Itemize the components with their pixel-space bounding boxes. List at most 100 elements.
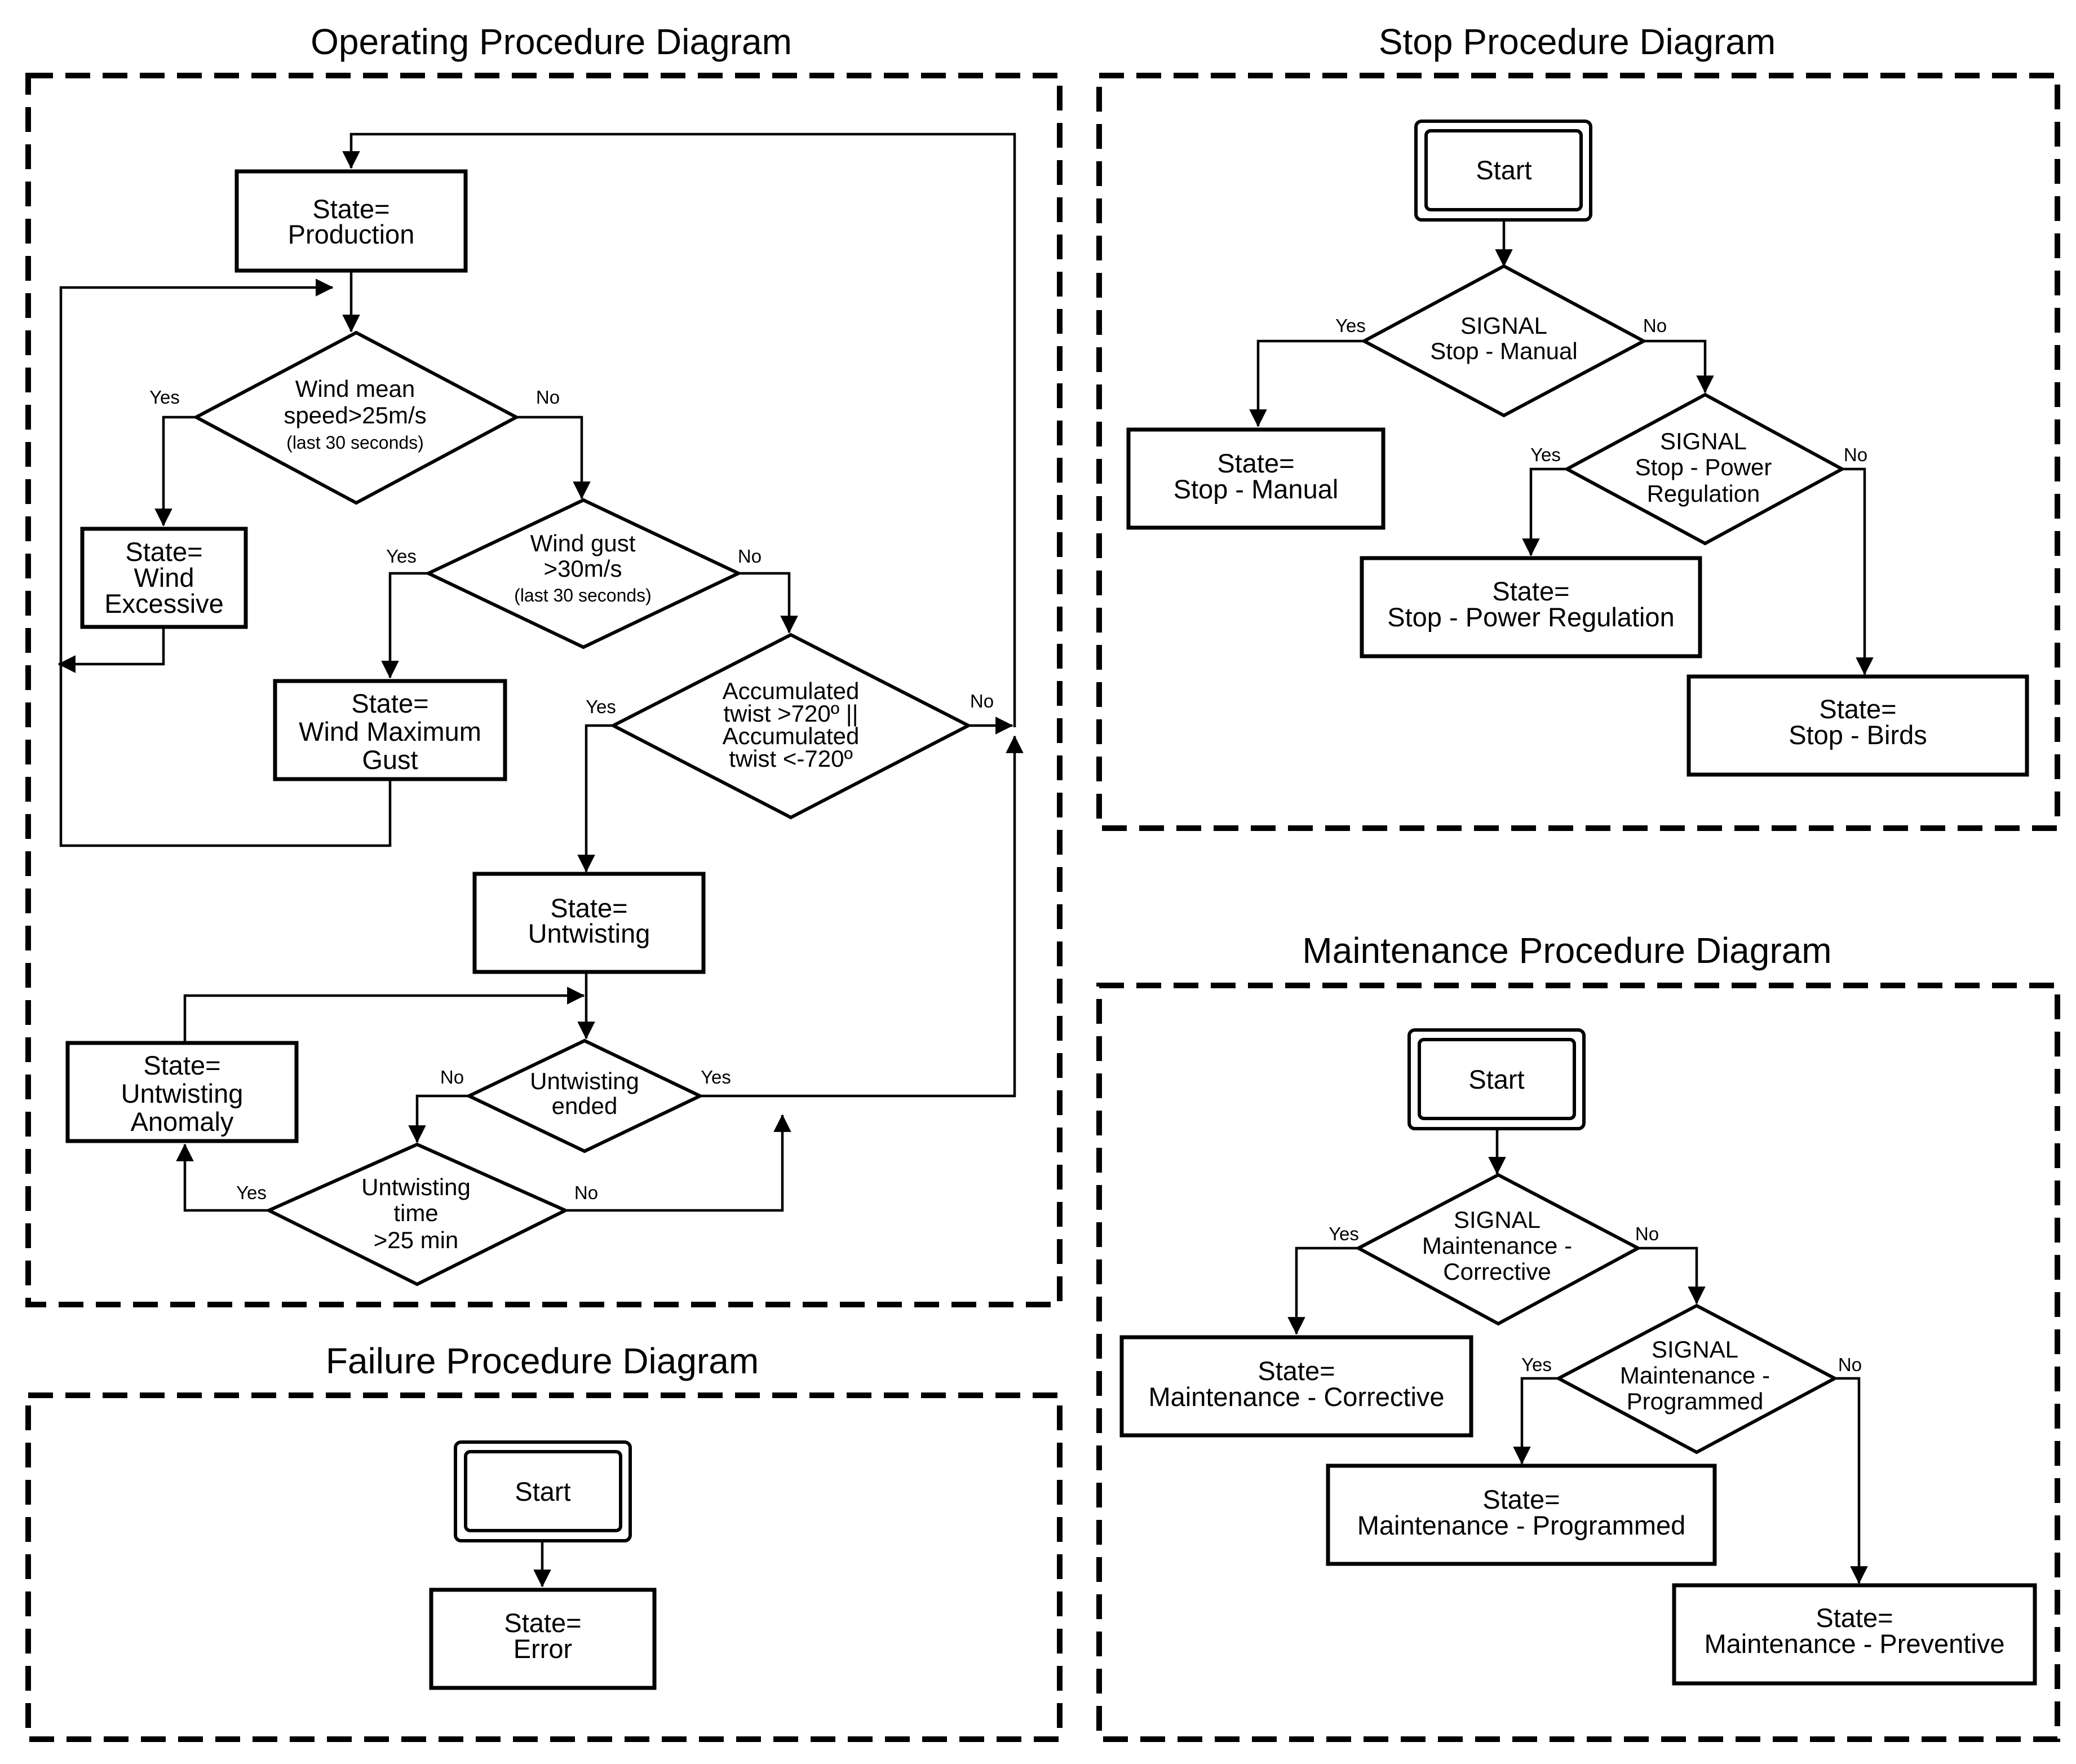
edge-windgust-yes [381, 572, 428, 679]
twist-yes-label: Yes [586, 696, 616, 717]
corrective-line-1: State= [1258, 1356, 1335, 1386]
decision-untwisting-ended: Untwisting ended [465, 1038, 704, 1153]
edge-windgust-no [738, 572, 798, 634]
windmean-yes-label: Yes [149, 387, 180, 408]
preventive-line-2: Maintenance - Preventive [1705, 1629, 2005, 1659]
ended-yes-label: Yes [701, 1067, 731, 1087]
edge-excessive-return [57, 627, 165, 673]
edge-anomaly-to-ended [183, 987, 585, 1043]
anomaly-line-2: Untwisting [121, 1078, 244, 1108]
signal-corrective-line-3: Corrective [1443, 1258, 1551, 1285]
state-error: State= Error [429, 1588, 657, 1690]
operating-diagram-frame [25, 73, 1063, 1307]
windgust-line-1: Wind gust [530, 530, 636, 556]
edge-loop-to-production [342, 132, 1016, 727]
decision-signal-stop-manual: SIGNAL Stop - Manual [1360, 264, 1648, 418]
signal-manual-line-1: SIGNAL [1460, 312, 1547, 339]
stop-power-line-1: State= [1492, 576, 1569, 606]
twist-line-1: Accumulated [723, 678, 860, 704]
signal-power-no-label: No [1844, 444, 1867, 465]
twist-line-3: Accumulated [723, 723, 860, 749]
signal-power-line-2: Stop - Power [1635, 454, 1772, 480]
state-wind-maximum-gust: State= Wind Maximum Gust [273, 679, 507, 781]
signal-manual-line-2: Stop - Manual [1430, 338, 1577, 364]
decision-signal-stop-power: SIGNAL Stop - Power Regulation [1563, 392, 1846, 546]
anomaly-line-1: State= [143, 1050, 220, 1080]
signal-programmed-line-3: Programmed [1627, 1388, 1764, 1414]
twist-no-label: No [970, 691, 994, 711]
windmean-line-1: Wind mean [295, 375, 415, 402]
edge-time-no [565, 1114, 791, 1212]
state-wind-excessive: State= Wind Excessive [80, 527, 248, 629]
state-stop-manual: State= Stop - Manual [1126, 427, 1386, 530]
anomaly-line-3: Anomaly [131, 1107, 234, 1137]
ended-no-label: No [440, 1067, 464, 1087]
excessive-line-2: Wind [134, 563, 194, 593]
windgust-line-2: >30m/s [544, 555, 622, 582]
corrective-line-2: Maintenance - Corrective [1148, 1382, 1444, 1412]
ended-line-1: Untwisting [530, 1068, 639, 1094]
state-production: State= Production [234, 169, 468, 273]
signal-manual-no-label: No [1643, 315, 1667, 336]
signal-power-line-1: SIGNAL [1660, 428, 1747, 454]
signal-programmed-yes-label: Yes [1521, 1354, 1552, 1375]
time-line-2: time [393, 1200, 438, 1226]
signal-programmed-line-1: SIGNAL [1652, 1336, 1738, 1363]
windgust-yes-label: Yes [386, 546, 417, 567]
error-line-1: State= [504, 1608, 581, 1638]
state-untwisting-anomaly: State= Untwisting Anomaly [65, 1041, 299, 1143]
signal-manual-yes-label: Yes [1335, 315, 1366, 336]
stop-diagram-title: Stop Procedure Diagram [1379, 21, 1776, 62]
time-line-1: Untwisting [361, 1174, 471, 1200]
maintenance-start-terminal: Start [1407, 1028, 1586, 1130]
failure-diagram-title: Failure Procedure Diagram [326, 1341, 759, 1381]
windmean-line-3: (last 30 seconds) [286, 432, 424, 453]
state-stop-power-regulation: State= Stop - Power Regulation [1360, 556, 1702, 658]
decision-signal-maintenance-corrective: SIGNAL Maintenance - Corrective [1355, 1173, 1642, 1326]
decision-accumulated-twist: Accumulated twist >720º || Accumulated t… [609, 633, 972, 820]
edge-ended-no [408, 1094, 469, 1143]
state-maintenance-corrective: State= Maintenance - Corrective [1119, 1335, 1473, 1438]
maxgust-line-3: Gust [362, 745, 418, 775]
twist-line-4: twist <-720º [729, 745, 853, 772]
untwisting-line-1: State= [550, 893, 627, 923]
edge-time-yes [176, 1143, 269, 1212]
decision-wind-mean: Wind mean speed>25m/s (last 30 seconds) [192, 330, 520, 505]
maxgust-line-1: State= [351, 688, 428, 718]
stop-manual-line-2: Stop - Manual [1174, 474, 1339, 504]
maintenance-start-label: Start [1468, 1064, 1524, 1094]
time-no-label: No [574, 1182, 598, 1203]
time-line-3: >25 min [374, 1227, 459, 1253]
preventive-line-1: State= [1816, 1603, 1893, 1633]
stop-manual-line-1: State= [1217, 448, 1294, 478]
production-line-1: State= [312, 194, 389, 224]
failure-start-terminal: Start [454, 1440, 632, 1542]
signal-power-yes-label: Yes [1530, 444, 1561, 465]
untwisting-line-2: Untwisting [528, 918, 650, 948]
signal-corrective-yes-label: Yes [1329, 1223, 1359, 1244]
edge-ended-yes [700, 735, 1024, 1098]
edge-twist-yes [577, 724, 613, 873]
state-stop-birds: State= Stop - Birds [1687, 674, 2029, 777]
maintenance-diagram-title: Maintenance Procedure Diagram [1302, 930, 1831, 971]
programmed-line-2: Maintenance - Programmed [1357, 1510, 1686, 1540]
decision-wind-gust: Wind gust >30m/s (last 30 seconds) [424, 498, 742, 649]
error-line-2: Error [514, 1634, 572, 1664]
excessive-line-3: Excessive [104, 589, 224, 618]
state-untwisting: State= Untwisting [472, 872, 706, 974]
signal-power-line-3: Regulation [1647, 480, 1760, 507]
programmed-line-1: State= [1482, 1484, 1560, 1514]
signal-corrective-line-2: Maintenance - [1422, 1232, 1572, 1259]
time-yes-label: Yes [236, 1182, 267, 1203]
twist-line-2: twist >720º || [723, 700, 858, 727]
operating-diagram-title: Operating Procedure Diagram [311, 21, 792, 62]
signal-programmed-line-2: Maintenance - [1620, 1362, 1770, 1389]
signal-programmed-no-label: No [1838, 1354, 1862, 1375]
decision-untwisting-time: Untwisting time >25 min [264, 1142, 570, 1286]
windgust-no-label: No [738, 546, 762, 567]
maintenance-connectors [1287, 1129, 1868, 1584]
windgust-line-3: (last 30 seconds) [514, 585, 652, 605]
state-maintenance-programmed: State= Maintenance - Programmed [1326, 1464, 1717, 1566]
operating-connectors [57, 132, 1024, 1212]
decision-signal-maintenance-programmed: SIGNAL Maintenance - Programmed [1555, 1303, 1839, 1454]
